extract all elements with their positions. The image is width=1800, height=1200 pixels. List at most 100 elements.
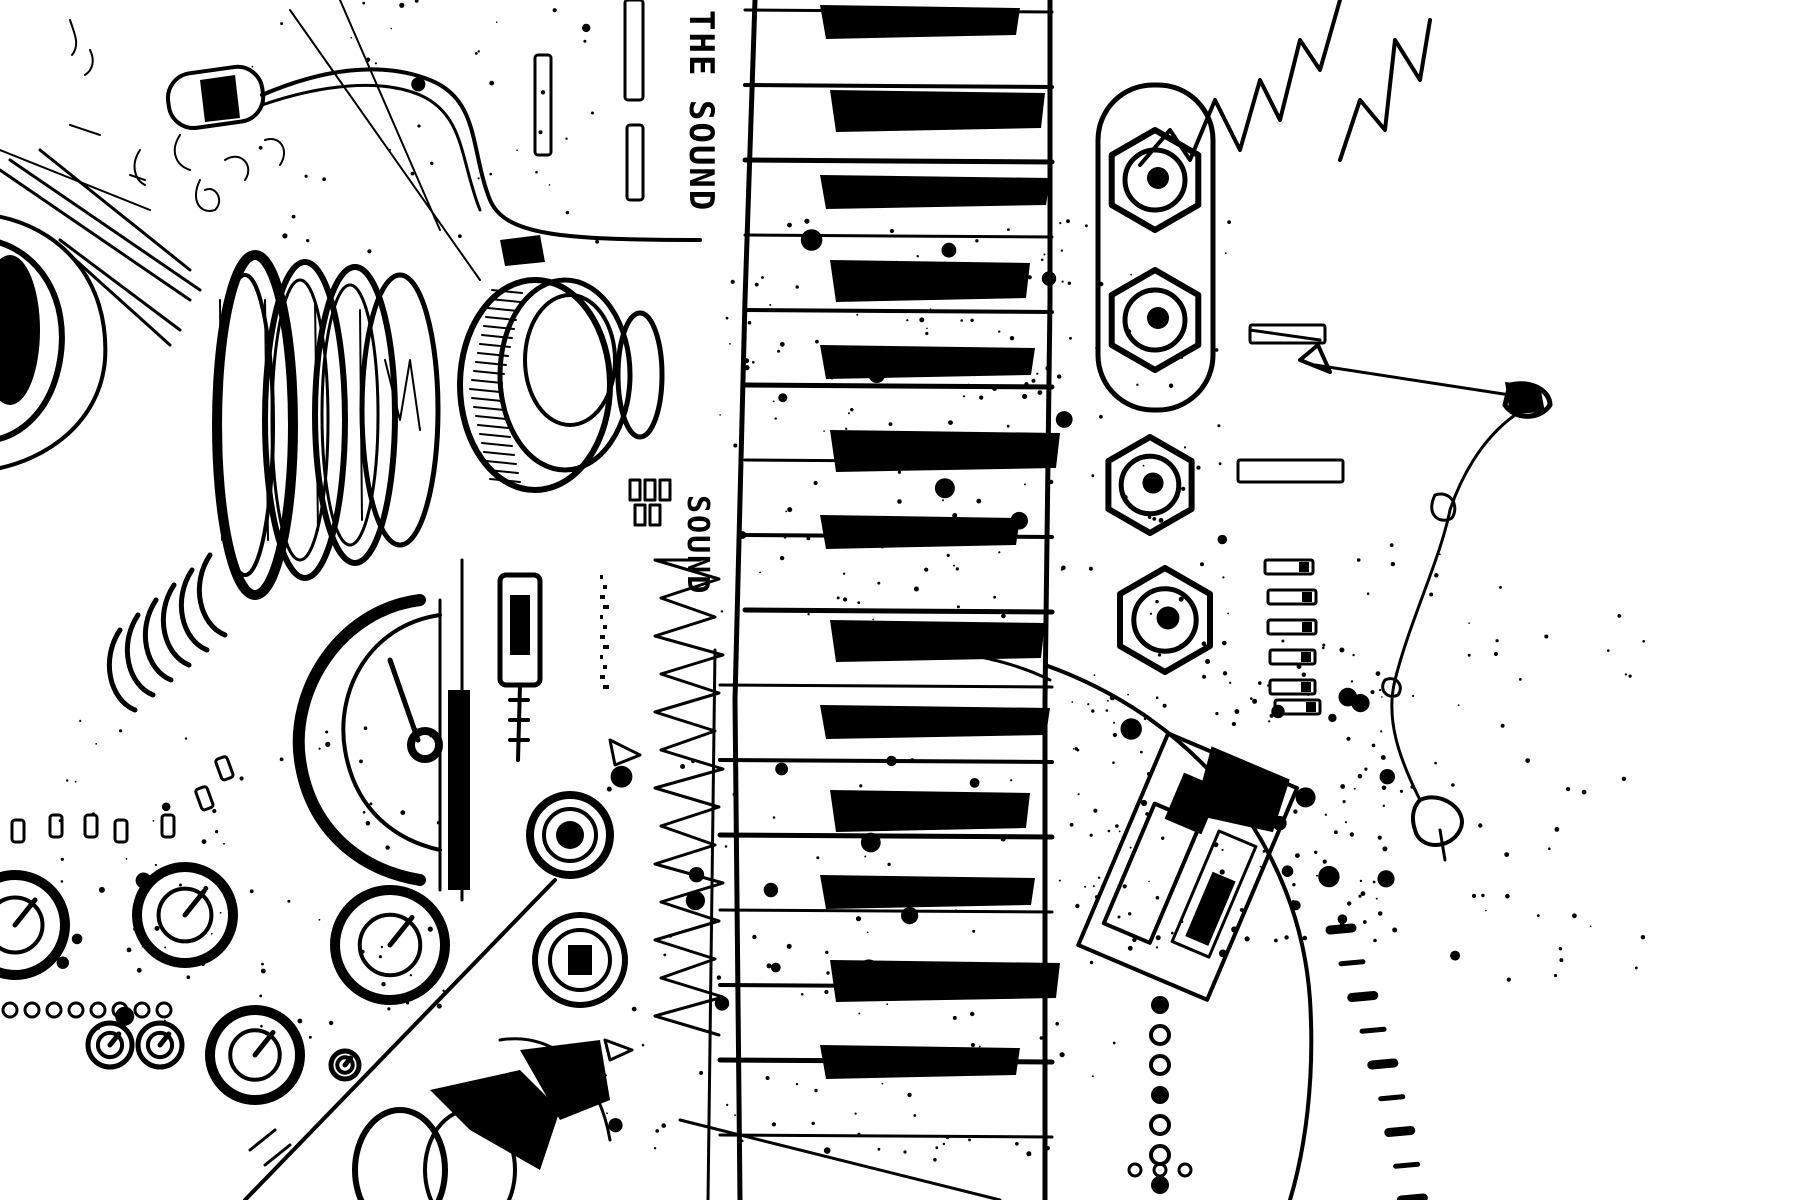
ink-dot [933,1158,937,1162]
ink-dot [1342,800,1346,804]
ink-dot [1178,596,1184,602]
ink-dot [1451,783,1455,787]
hatch-line [479,433,511,438]
tick-bar [600,575,603,579]
ink-dot [761,276,764,279]
ink-dot [847,412,850,415]
waveform-zigzag [653,558,725,1037]
tick-bar [600,595,605,599]
slot-rect [1248,323,1327,345]
jack-hole [1147,167,1169,189]
ink-dot [1128,912,1132,916]
ink-dot [872,618,874,621]
ink-dot [800,993,804,996]
ink-dot [786,943,792,949]
black-key [820,705,1050,739]
ink-dot [1642,640,1645,643]
ink-dot [414,0,419,3]
ink-dot [1215,348,1219,352]
ink-dot [1340,784,1346,789]
ink-dot [976,498,982,504]
ink-dot [552,8,557,13]
dial-tick [1367,1058,1399,1070]
ink-dot [1217,424,1221,428]
ink-dot [1353,787,1356,790]
ink-dot [1158,518,1164,523]
dial-tick [1378,1094,1406,1102]
dot [1152,1162,1168,1178]
slot-rect [1263,558,1315,576]
ink-dot [926,327,928,330]
ink-dot [495,21,498,24]
ink-dot [1227,220,1231,225]
ink-dot [1077,793,1080,796]
ink-dot [1129,846,1132,849]
ink-dot [1548,847,1551,850]
plug-connector [497,572,543,762]
ink-dot [1112,761,1115,764]
tick-bar [603,625,607,629]
small-led [111,1001,129,1019]
ink-dot [1059,1052,1065,1058]
ink-dot [410,171,415,176]
ink-dot [836,596,840,600]
ink-dot [409,974,412,977]
ink-dot [1066,219,1070,224]
slot-rect [1273,698,1322,716]
ink-dot [1023,483,1026,486]
ink-dot [752,361,755,364]
ink-dot [747,320,752,325]
ink-dot [1168,383,1174,388]
dot [1151,996,1169,1014]
hatch-line [481,442,513,447]
ink-dot [680,764,686,769]
ink-dot [1360,891,1366,896]
ink-dot [1105,709,1109,712]
ink-dot [1022,393,1028,399]
ink-dot [1634,966,1638,970]
ink-dot [1084,885,1087,888]
ink-dot [1322,873,1327,878]
ink-dot [948,420,953,425]
ink-dot [1107,699,1109,702]
ink-dot [1350,680,1354,683]
slot-led [1302,592,1312,602]
diagonal-lines [243,878,1002,1200]
ink-dot [955,567,959,571]
ink-dot [1339,647,1345,653]
ink-dot [74,780,77,783]
white-key-line [743,83,1054,89]
tick-bar [603,685,609,689]
rotary-knob [135,1020,185,1070]
ink-dot [1481,893,1485,898]
lower-left-knobs [0,862,450,1105]
ink-dot [1295,787,1316,808]
ink-dot [1157,653,1162,657]
slot-rect [1236,458,1345,484]
slot-mark [194,785,215,812]
ink-dot [1301,672,1307,677]
ink-dot [1231,721,1236,727]
hatch-line [473,406,505,411]
ink-dot [210,932,213,935]
ink-dot [1117,915,1121,919]
ink-dot [1375,671,1381,676]
ink-dot [325,741,331,748]
ink-dot [258,145,263,150]
ink-dot [282,233,288,239]
left-slot-markers [10,552,235,844]
ink-dot [1334,830,1338,835]
ink-dot [1381,785,1387,791]
ink-dot [855,916,862,922]
white-key-line [718,683,1054,689]
ink-dot [1075,903,1080,909]
ink-dot [1373,938,1377,943]
ink-dot [1377,835,1382,840]
ink-dot [1127,945,1133,951]
ink-dot [906,319,909,322]
ink-dot [1205,659,1211,664]
ink-dot [952,513,958,518]
ink-dot [1217,534,1228,545]
tick-bar [600,655,603,659]
